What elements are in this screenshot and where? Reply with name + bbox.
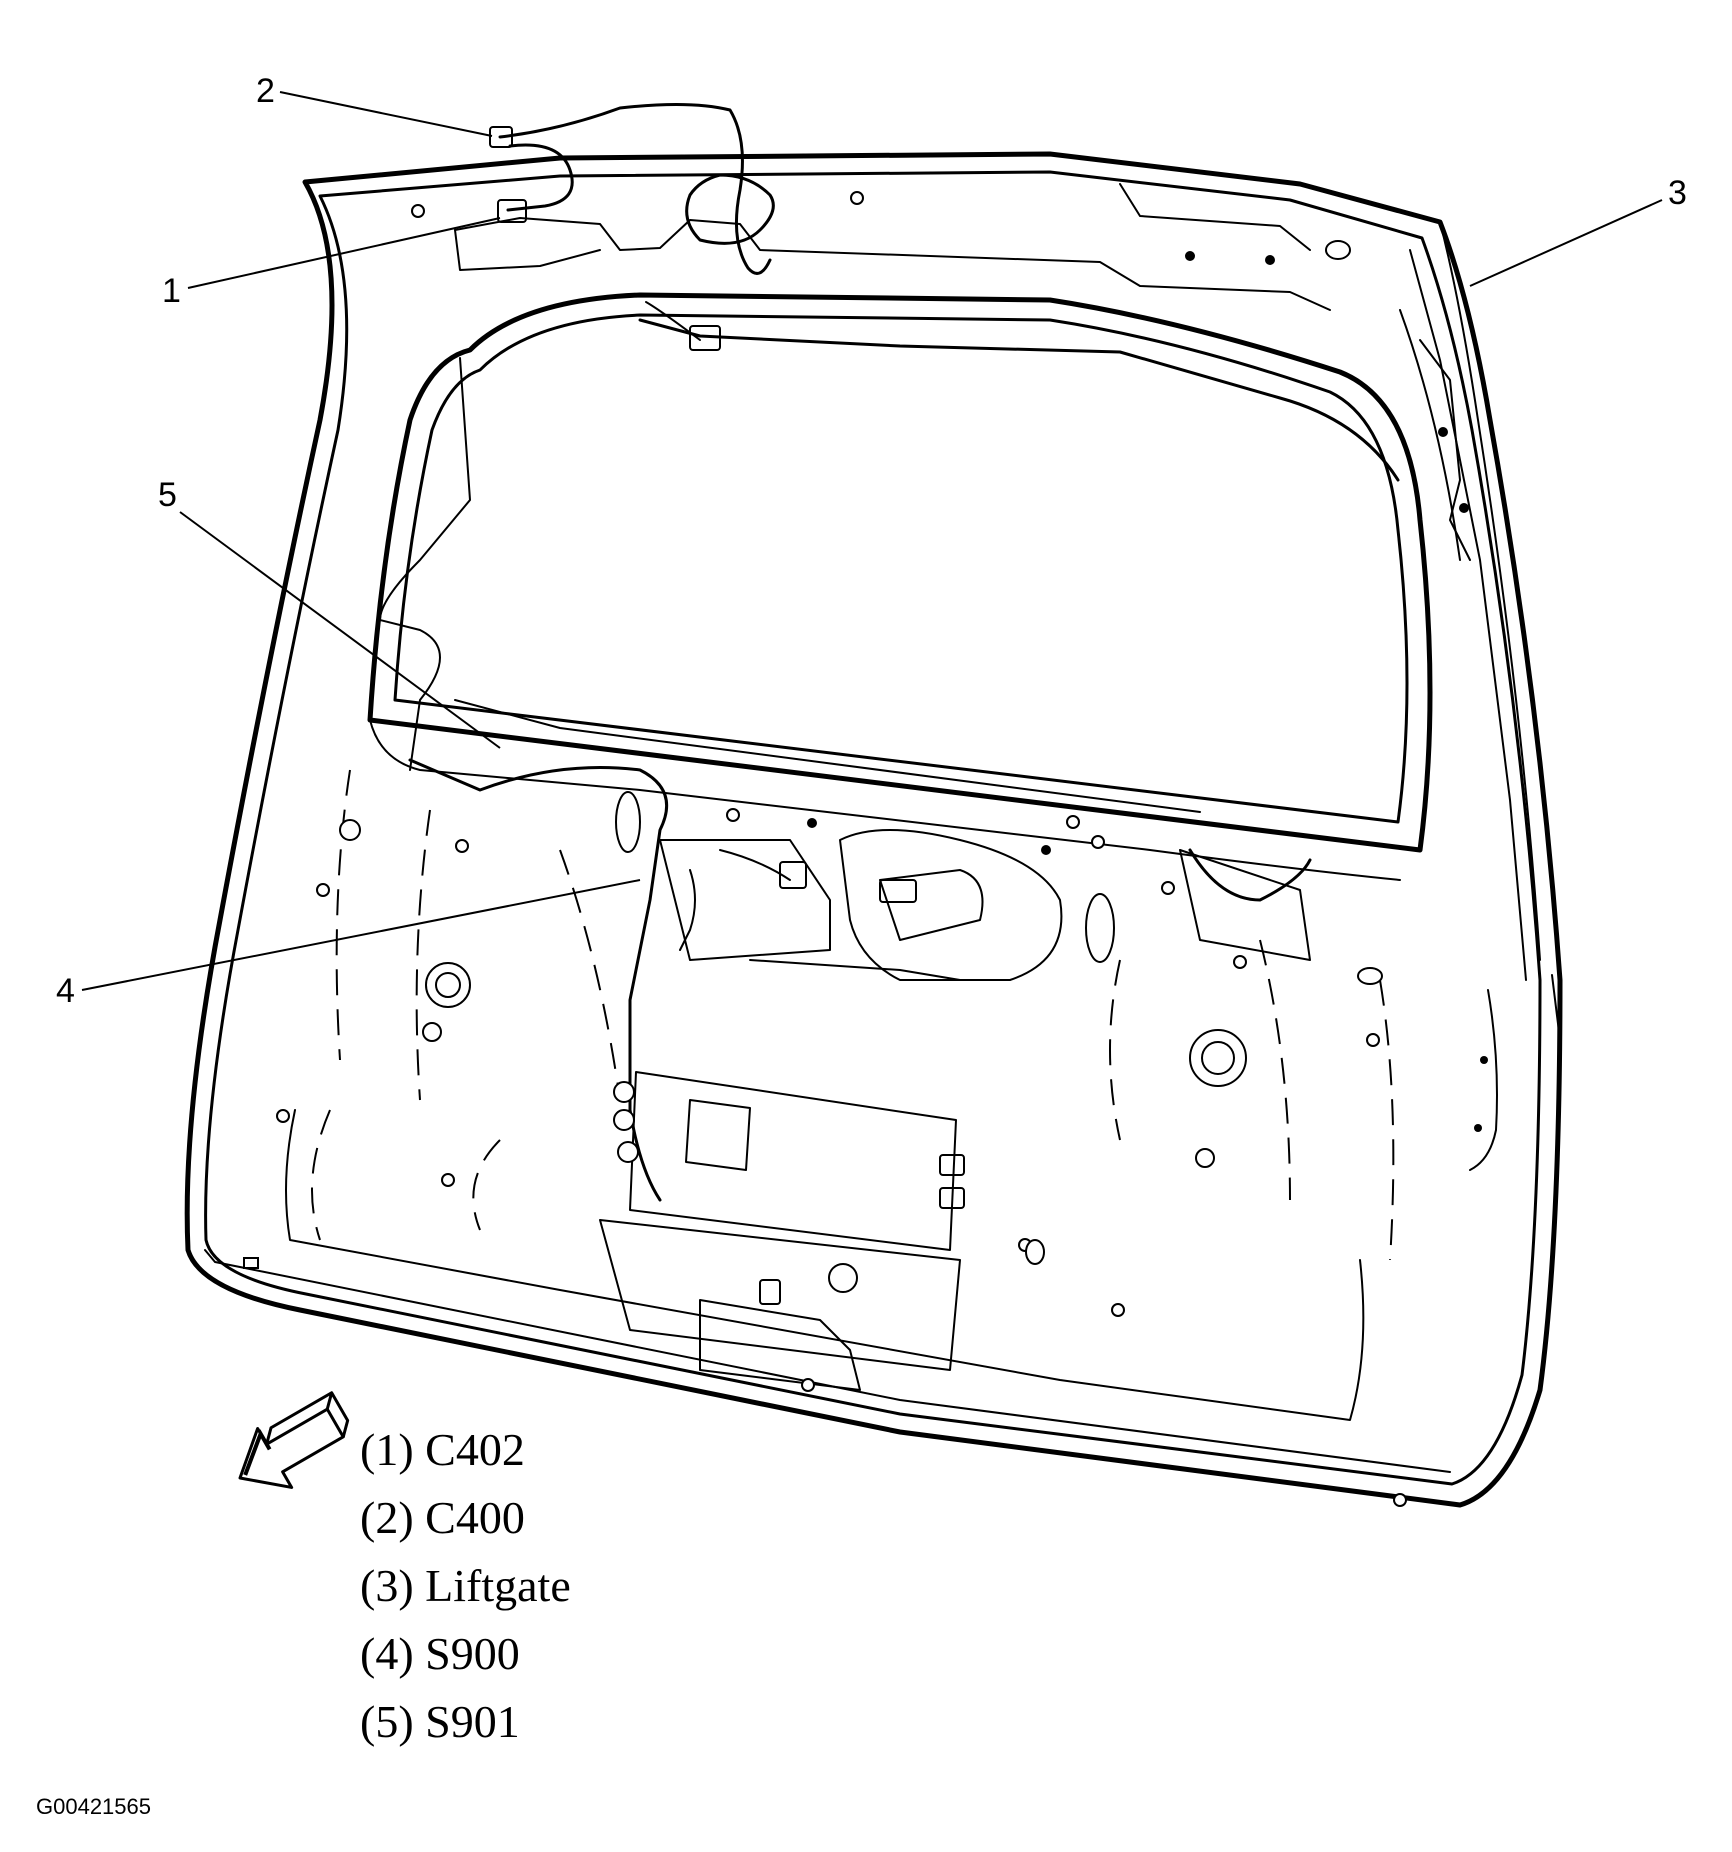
legend-label: Liftgate: [425, 1560, 571, 1611]
legend-item-c400: (2) C400: [360, 1484, 571, 1552]
figure-id: G00421565: [36, 1794, 151, 1819]
callout-2-number: 2: [256, 72, 275, 110]
right-side-rail: [1399, 249, 1527, 1171]
latch-area: [615, 791, 1311, 981]
callout-5-number: 5: [158, 476, 177, 514]
legend-item-liftgate: (3) Liftgate: [360, 1552, 571, 1620]
callout-3-number: 3: [1668, 174, 1687, 212]
legend-item-c402: (1) C402: [360, 1416, 571, 1484]
callout-3-leader: [1469, 199, 1663, 287]
legend-key: (4): [360, 1628, 414, 1679]
legend-key: (1): [360, 1424, 414, 1475]
legend-label: S900: [425, 1628, 520, 1679]
callout-4-leader: [81, 879, 641, 991]
callout-2-leader: [279, 91, 493, 137]
legend-item-s900: (4) S900: [360, 1620, 571, 1688]
legend-key: (3): [360, 1560, 414, 1611]
inner-panel-contours: [285, 769, 1395, 1421]
legend-item-s901: (5) S901: [360, 1688, 571, 1756]
wiring-harness: [379, 102, 1400, 1305]
header-channel: [411, 183, 1351, 311]
panel-holes: [243, 808, 1407, 1507]
window-opening: [367, 292, 1433, 881]
legend-label: C402: [425, 1424, 525, 1475]
front-of-vehicle-arrow-icon: [238, 1391, 350, 1489]
callout-5-leader: [179, 511, 501, 749]
callouts: 1 2 3 4 5: [56, 72, 1687, 1010]
liftgate-panel: [184, 151, 1563, 1508]
callout-1-leader: [187, 217, 501, 289]
legend-key: (5): [360, 1696, 414, 1747]
legend-label: C400: [425, 1492, 525, 1543]
callout-1-number: 1: [162, 272, 181, 310]
legend: (1) C402 (2) C400 (3) Liftgate (4) S900 …: [360, 1416, 571, 1756]
legend-key: (2): [360, 1492, 414, 1543]
legend-label: S901: [425, 1696, 520, 1747]
callout-4-number: 4: [56, 972, 75, 1010]
